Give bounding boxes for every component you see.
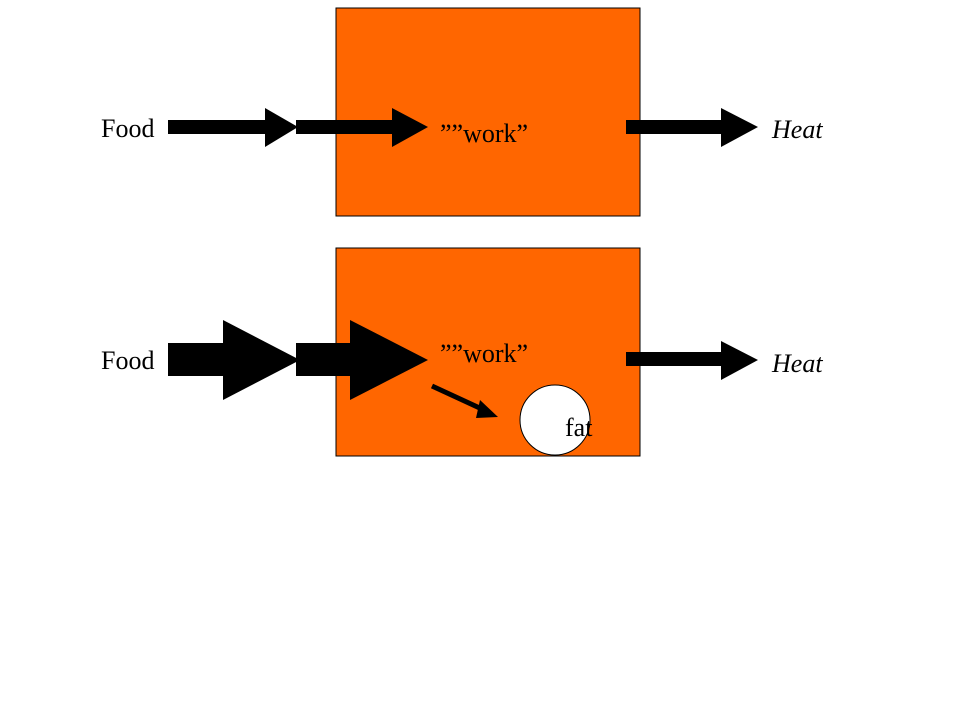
food-arrow-outer <box>168 108 298 147</box>
body-box <box>335 7 641 217</box>
work-label: ””work” <box>440 119 528 148</box>
heat-arrow <box>626 108 758 147</box>
scenario-large-intake: Food ””work” Heat fat <box>101 247 823 457</box>
food-arrow-inner <box>296 108 428 147</box>
food-label: Food <box>101 346 154 375</box>
fat-storage-arrow <box>430 383 498 418</box>
heat-label: Heat <box>771 115 823 144</box>
fat-label: fat <box>565 413 593 442</box>
heat-arrow <box>626 341 758 380</box>
food-arrow-outer-large <box>168 320 300 400</box>
fat-store-circle <box>519 384 591 456</box>
heat-label: Heat <box>771 349 823 378</box>
work-label: ””work” <box>440 339 528 368</box>
food-label: Food <box>101 114 154 143</box>
scenario-normal-intake: Food ””work” Heat <box>101 7 823 217</box>
food-arrow-inner-large <box>296 320 428 400</box>
